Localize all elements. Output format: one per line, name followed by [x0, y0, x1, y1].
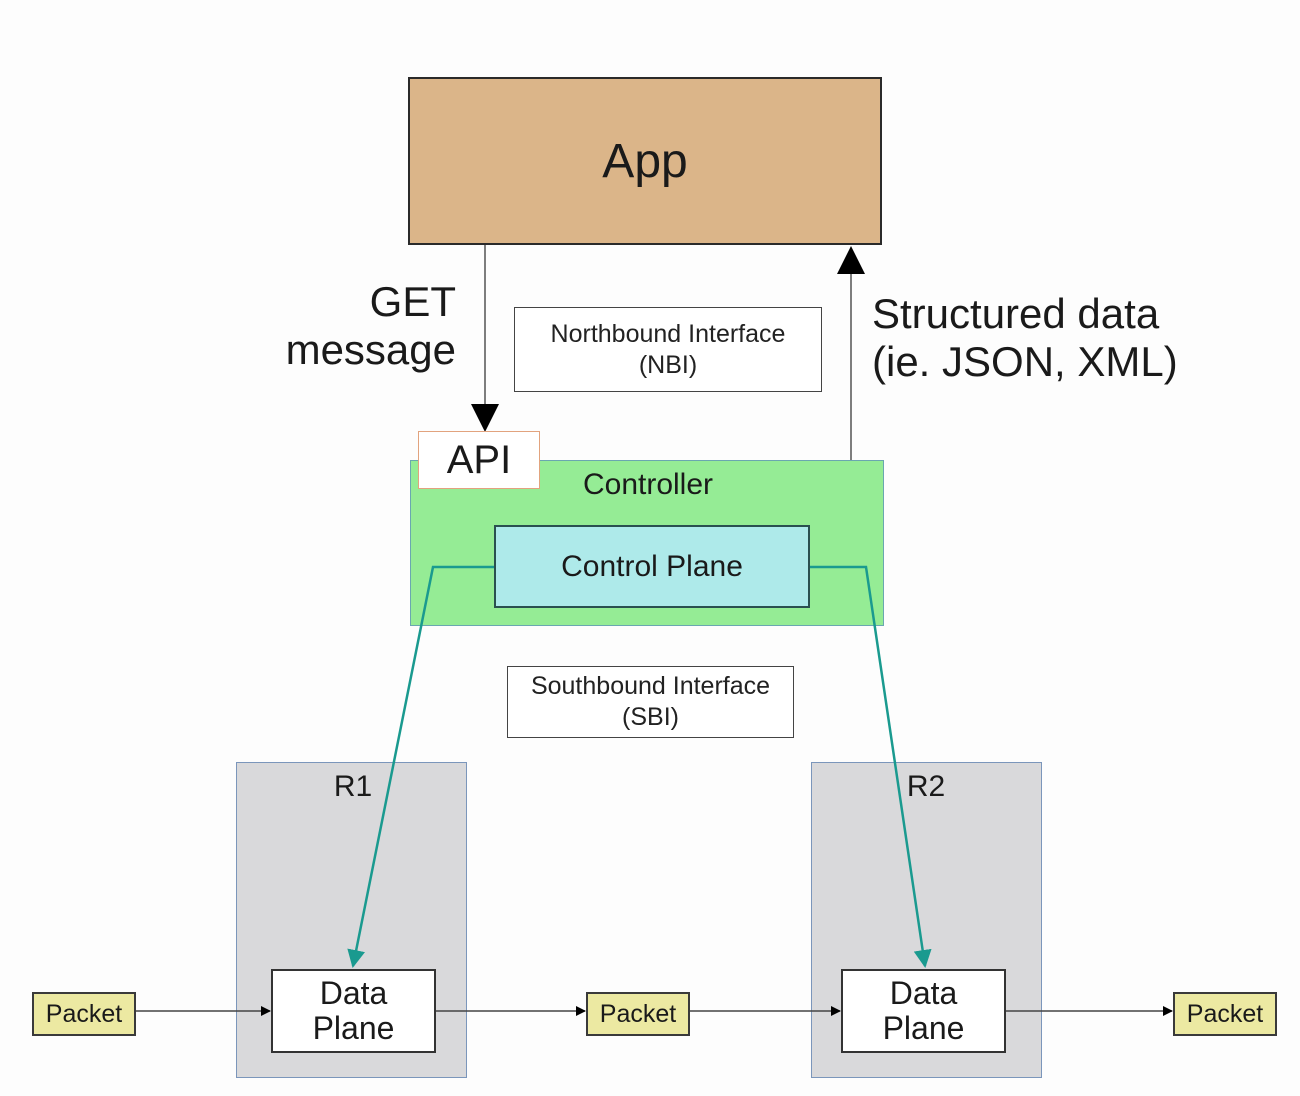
- get-message-line1: GET: [369, 278, 456, 325]
- packet-3: Packet: [1173, 992, 1277, 1036]
- northbound-interface-box: Northbound Interface (NBI): [514, 307, 822, 392]
- sbi-link-r2: [810, 565, 932, 968]
- southbound-interface-box: Southbound Interface (SBI): [507, 666, 794, 738]
- router-r1-label: R1: [333, 770, 373, 803]
- app-box: App: [408, 77, 882, 245]
- sbi-link-r1: [347, 565, 494, 968]
- structured-data-line2: (ie. JSON, XML): [872, 338, 1178, 385]
- data-plane-r2: Data Plane: [841, 969, 1006, 1053]
- data-plane-r2-line2: Plane: [882, 1010, 965, 1046]
- router-r2-label: R2: [906, 770, 946, 803]
- get-message-label: GET message: [270, 278, 456, 374]
- api-box: API: [418, 431, 540, 489]
- nbi-line2: (NBI): [638, 350, 698, 379]
- nbi-line1: Northbound Interface: [550, 319, 786, 348]
- controller-label: Controller: [582, 468, 714, 501]
- packet-1: Packet: [32, 992, 136, 1036]
- get-message-line2: message: [285, 326, 456, 373]
- data-plane-r1-line1: Data: [319, 975, 388, 1011]
- control-plane-box: Control Plane: [494, 525, 810, 608]
- data-plane-r2-line1: Data: [889, 975, 958, 1011]
- data-plane-r1-line2: Plane: [312, 1010, 395, 1046]
- sbi-line1: Southbound Interface: [530, 672, 771, 700]
- sbi-line2: (SBI): [622, 703, 679, 731]
- structured-data-label: Structured data (ie. JSON, XML): [872, 290, 1272, 386]
- structured-data-line1: Structured data: [872, 290, 1160, 337]
- packet-2: Packet: [586, 992, 690, 1036]
- data-plane-r1: Data Plane: [271, 969, 436, 1053]
